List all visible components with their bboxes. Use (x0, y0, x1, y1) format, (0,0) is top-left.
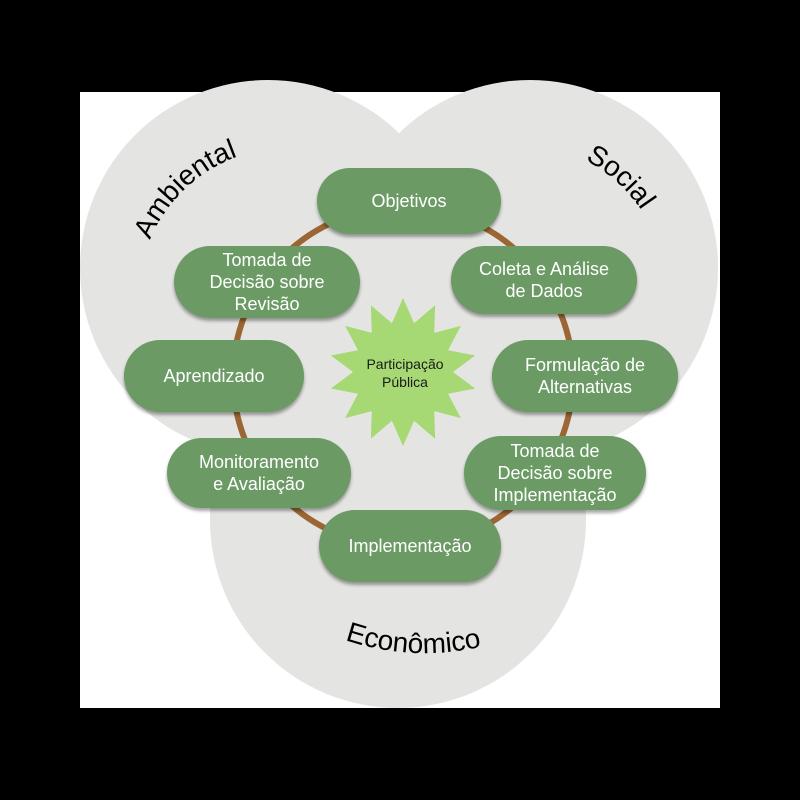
participation-star (330, 298, 476, 446)
step-decisao-revisao: Tomada de Decisão sobre Revisão (174, 246, 360, 318)
participation-label: Participação Pública (366, 356, 444, 390)
step-monitoramento-avaliacao: Monitoramento e Avaliação (167, 438, 351, 508)
step-aprendizado: Aprendizado (124, 340, 304, 412)
step-formulacao-alternativas: Formulação de Alternativas (492, 340, 678, 412)
step-decisao-implementacao: Tomada de Decisão sobre Implementação (464, 436, 646, 510)
step-implementacao: Implementação (319, 510, 501, 582)
step-coleta-analise-dados: Coleta e Análise de Dados (451, 246, 637, 314)
step-objetivos: Objetivos (317, 168, 501, 234)
